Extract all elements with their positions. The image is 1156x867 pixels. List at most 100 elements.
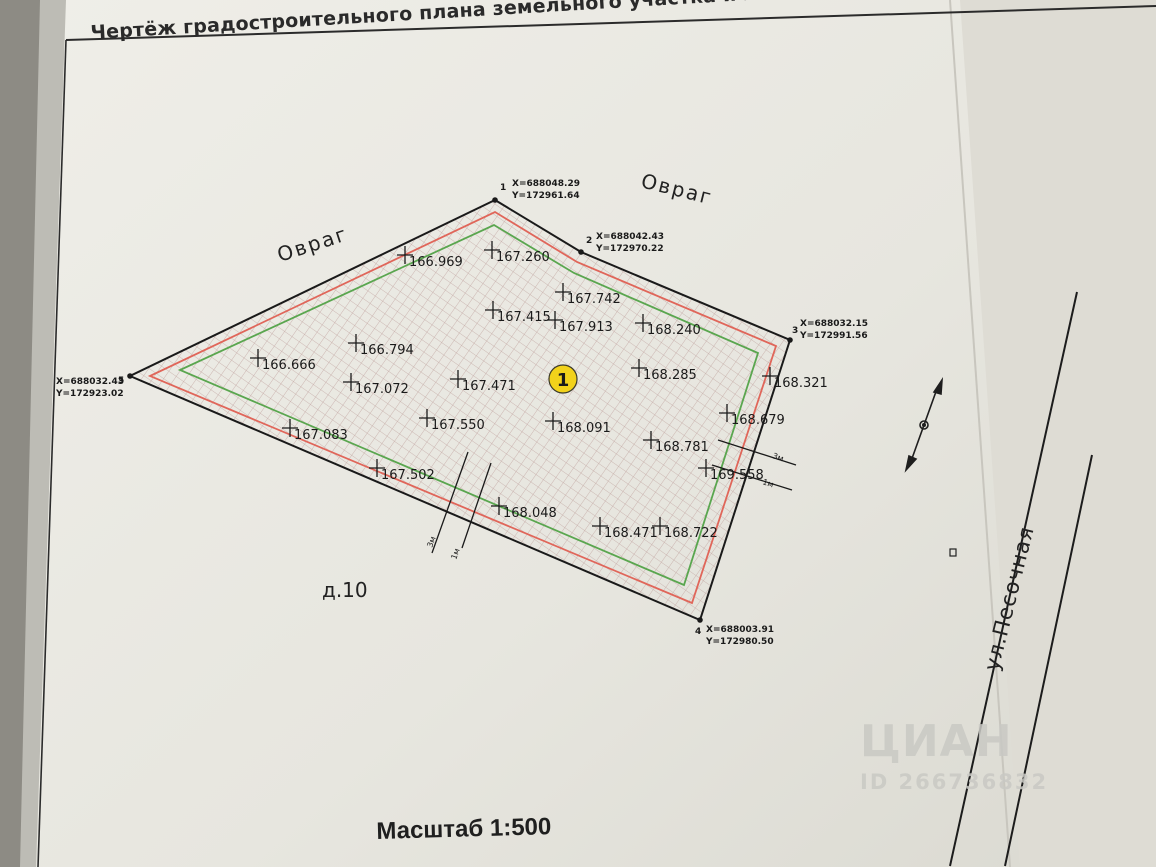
north-arrow-icon <box>904 377 944 473</box>
vertex-id-1: 1 <box>500 183 506 193</box>
elevation-value: 168.781 <box>655 440 709 455</box>
elevation-point: 167.742 <box>555 283 621 307</box>
elevation-cross-icon <box>419 409 435 427</box>
elevation-cross-icon <box>343 373 359 391</box>
elevation-point: 168.722 <box>652 517 718 541</box>
elevation-point: 167.471 <box>450 370 516 394</box>
elevation-cross-icon <box>547 311 563 329</box>
elevation-point: 167.502 <box>369 459 435 483</box>
elevation-cross-icon <box>282 419 298 437</box>
elevation-cross-icon <box>545 412 561 430</box>
vertex-x-3: X=688032.15 <box>800 319 868 329</box>
parcel-boundary <box>127 198 792 622</box>
elevation-value: 168.722 <box>664 526 718 541</box>
elevation-cross-icon <box>485 301 501 319</box>
vertex-y-2: Y=172970.22 <box>595 244 664 254</box>
elevation-value: 167.072 <box>355 382 409 397</box>
frame-left-line <box>37 39 67 867</box>
elevation-value: 167.913 <box>559 320 613 335</box>
house-label: д.10 <box>322 578 368 602</box>
vertex-dot-2 <box>578 249 584 255</box>
elevation-point: 168.091 <box>545 412 611 436</box>
zone-number-marker[interactable]: 1 <box>548 364 578 394</box>
elevation-cross-icon <box>555 283 571 301</box>
elevation-value: 166.969 <box>409 255 463 270</box>
elevation-value: 167.415 <box>497 310 551 325</box>
elevation-cross-icon <box>592 517 608 535</box>
elevation-cross-icon <box>450 370 466 388</box>
elevation-point: 167.913 <box>547 311 613 335</box>
elevation-point: 168.240 <box>635 314 701 338</box>
vertex-dot-4 <box>697 617 703 623</box>
scale-label: Масштаб 1:500 <box>376 813 552 845</box>
elevation-point: 167.415 <box>485 301 551 325</box>
building-marker-icon <box>949 548 957 557</box>
offset-label-3m-b: 3м <box>771 451 784 463</box>
elevation-cross-icon <box>643 431 659 449</box>
elevation-value: 168.285 <box>643 368 697 383</box>
zone-number: 1 <box>557 370 570 391</box>
street-line-2 <box>1004 454 1093 867</box>
elevation-value: 168.240 <box>647 323 701 338</box>
elevation-value: 167.471 <box>462 379 516 394</box>
elevation-cross-icon <box>491 497 507 515</box>
vertex-x-1: X=688048.29 <box>512 179 580 189</box>
elevation-point: 168.285 <box>631 359 697 383</box>
elevation-value: 168.471 <box>604 526 658 541</box>
vertex-x-5: X=688032.43 <box>56 377 124 387</box>
vertex-y-5: Y=172923.02 <box>55 389 124 399</box>
elevation-cross-icon <box>698 459 714 477</box>
elevation-value: 168.321 <box>774 376 828 391</box>
elevation-value: 168.048 <box>503 506 557 521</box>
elevation-point: 167.072 <box>343 373 409 397</box>
elevation-point: 168.471 <box>592 517 658 541</box>
watermark-id: ID 266736832 <box>860 770 1049 794</box>
elevation-point: 168.781 <box>643 431 709 455</box>
elevation-point: 167.260 <box>484 241 550 265</box>
green-buildable-line <box>177 223 760 587</box>
vertex-x-4: X=688003.91 <box>706 625 774 635</box>
offset-dimension-right <box>711 439 797 491</box>
elevation-point: 167.550 <box>419 409 485 433</box>
elevation-point: 169.558 <box>698 459 764 483</box>
elevation-point: 166.794 <box>348 334 414 358</box>
vertex-y-1: Y=172961.64 <box>511 191 580 201</box>
red-regulation-line <box>147 210 778 605</box>
elevation-value: 167.083 <box>294 428 348 443</box>
cian-watermark: ЦИАН ID 266736832 <box>860 720 1049 795</box>
elevation-point: 168.321 <box>762 367 828 391</box>
vertex-id-4: 4 <box>695 627 701 637</box>
elevation-point: 167.083 <box>282 419 348 443</box>
elevation-point: 166.969 <box>397 246 463 270</box>
vertex-x-2: X=688042.43 <box>596 232 664 242</box>
elevation-value: 167.550 <box>431 418 485 433</box>
elevation-point: 168.048 <box>491 497 557 521</box>
elevation-value: 166.794 <box>360 343 414 358</box>
elevation-value: 169.558 <box>710 468 764 483</box>
frame-top-line <box>65 5 1156 41</box>
vertex-dot-3 <box>787 337 793 343</box>
elevation-value: 168.679 <box>731 413 785 428</box>
land-parcel[interactable] <box>130 200 790 620</box>
elevation-cross-icon <box>631 359 647 377</box>
offset-label-1m-b: 1м <box>761 477 774 489</box>
vertex-y-3: Y=172991.56 <box>799 331 868 341</box>
elevation-cross-icon <box>719 404 735 422</box>
elevation-point: 166.666 <box>250 349 316 373</box>
vertex-y-4: Y=172980.50 <box>705 637 774 647</box>
elevation-value: 168.091 <box>557 421 611 436</box>
offset-label-1m-a: 1м <box>449 547 461 561</box>
elevation-cross-icon <box>652 517 668 535</box>
elevation-cross-icon <box>397 246 413 264</box>
vertex-dot-5 <box>127 373 133 379</box>
elevation-cross-icon <box>484 241 500 259</box>
vertex-id-3: 3 <box>792 326 798 336</box>
offset-label-3m-a: 3м <box>425 535 437 549</box>
offset-dimension-left <box>431 451 492 554</box>
elevation-cross-icon <box>250 349 266 367</box>
elevation-value: 167.502 <box>381 468 435 483</box>
vertex-id-5: 5 <box>118 376 124 386</box>
elevation-value: 167.260 <box>496 250 550 265</box>
vertex-dot-1 <box>492 197 498 203</box>
elevation-cross-icon <box>348 334 364 352</box>
